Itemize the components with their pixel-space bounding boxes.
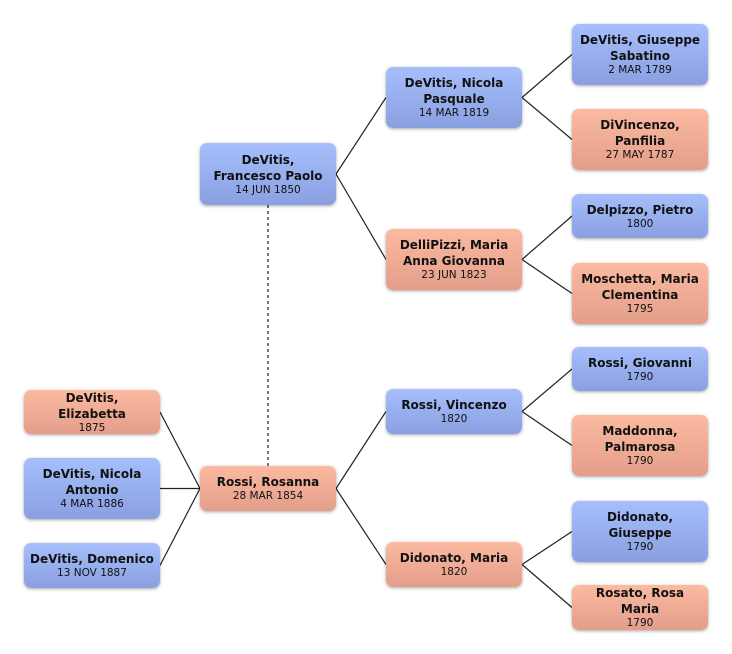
person-name: DeVitis, Francesco Paolo	[213, 152, 323, 183]
person-name: DeVitis, Nicola Antonio	[42, 467, 142, 497]
person-date: 1790	[626, 541, 654, 553]
person-name: Didonato, Giuseppe	[606, 510, 674, 540]
connector-line	[521, 97, 573, 140]
connector-line	[521, 411, 573, 446]
person-date: 1790	[626, 617, 654, 629]
person-name: Rossi, Vincenzo	[401, 398, 507, 412]
person-date: 14 MAR 1819	[418, 107, 490, 119]
person-date: 1795	[626, 303, 654, 315]
person-name: Didonato, Maria	[399, 551, 509, 565]
person-name: Rosato, Rosa Maria	[595, 586, 685, 616]
person-name: Moschetta, Maria Clementina	[581, 272, 699, 302]
connector-line	[521, 259, 573, 294]
person-date: 1790	[626, 455, 654, 467]
connector-line	[521, 530, 573, 566]
connector-line	[335, 488, 387, 565]
connector-line	[335, 97, 387, 175]
person-date: 1820	[440, 566, 468, 578]
person-name: DeVitis, Elizabetta	[58, 390, 126, 421]
connector-line	[521, 368, 573, 412]
person-date: 2 MAR 1789	[608, 64, 672, 76]
person-name: Rossi, Rosanna	[216, 475, 320, 489]
connector-line	[159, 411, 201, 489]
person-name: DiVincenzo, Panfilia	[600, 118, 680, 148]
person-name: DelliPizzi, Maria Anna Giovanna	[399, 238, 509, 268]
person-date: 4 MAR 1886	[60, 498, 124, 510]
person-date: 13 NOV 1887	[57, 567, 127, 579]
person-name: DeVitis, Nicola Pasquale	[404, 76, 504, 106]
connector-line	[521, 54, 573, 98]
person-name: DeVitis, Giuseppe Sabatino	[579, 33, 701, 63]
person-date: 28 MAR 1854	[232, 490, 304, 502]
person-date: 1790	[626, 370, 654, 383]
person-date: 1875	[78, 421, 106, 434]
connector-line	[335, 173, 387, 260]
person-name: Maddonna, Palmarosa	[602, 424, 678, 454]
person-date: 1800	[626, 217, 654, 230]
connector-line	[521, 564, 573, 608]
person-name: Rossi, Giovanni	[588, 355, 692, 370]
person-name: Delpizzo, Pietro	[586, 202, 694, 217]
person-date: 1820	[440, 413, 468, 425]
connector-line	[521, 215, 573, 260]
person-date: 14 JUN 1850	[235, 183, 301, 196]
person-date: 27 MAY 1787	[605, 149, 675, 161]
connector-line	[335, 411, 387, 489]
connector-line	[159, 488, 201, 566]
person-name: DeVitis, Domenico	[30, 552, 154, 566]
person-date: 23 JUN 1823	[421, 269, 487, 281]
